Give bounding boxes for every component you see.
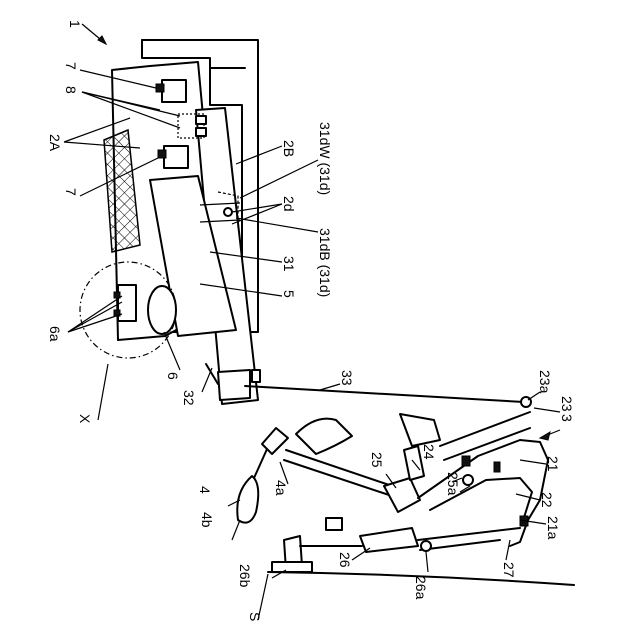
label-23a: 23a: [537, 370, 553, 394]
slot-2d-pin: [224, 208, 232, 216]
label-31dW: 31dW (31d): [317, 122, 333, 195]
label-5: 5: [281, 290, 297, 298]
label-31dB: 31dB (31d): [317, 228, 333, 297]
label-4b: 4b: [199, 512, 215, 528]
label-21: 21: [545, 456, 561, 472]
label-25: 25: [369, 452, 385, 468]
cube: [326, 518, 342, 530]
label-1: 1: [67, 20, 83, 28]
sensor-block-bottom: [164, 146, 188, 168]
sensor-pin-top: [156, 84, 164, 92]
lever-paddle: [237, 476, 258, 523]
part-25: [384, 478, 420, 512]
felt-block: [400, 414, 440, 446]
label-21a: 21a: [545, 516, 561, 540]
sensor-block-top: [162, 80, 186, 102]
sensor-pin-bottom: [158, 150, 166, 158]
label-26a: 26a: [413, 576, 429, 600]
label-23: 23: [559, 396, 575, 412]
label-S: S: [247, 612, 263, 621]
pivot-26a: [421, 541, 431, 551]
label-7-top: 7: [63, 62, 79, 70]
keyboard-unit: [80, 40, 260, 404]
label-8: 8: [63, 86, 79, 94]
label-6: 6: [165, 372, 181, 380]
label-26: 26: [337, 552, 353, 568]
label-25a: 25a: [445, 472, 461, 496]
label-X: X: [77, 414, 93, 424]
label-27: 27: [501, 562, 517, 578]
part-32-block: [218, 370, 250, 400]
part-6: [148, 286, 176, 334]
action-mechanism: [237, 412, 574, 585]
label-7-bottom: 7: [63, 188, 79, 196]
label-26b: 26b: [237, 564, 253, 588]
label-2d: 2d: [281, 196, 297, 212]
label-33: 33: [339, 370, 355, 386]
label-3: 3: [559, 414, 575, 422]
label-22: 22: [539, 492, 555, 508]
label-6a: 6a: [47, 326, 63, 342]
label-31: 31: [281, 256, 297, 272]
label-2B: 2B: [281, 140, 297, 157]
label-4a: 4a: [273, 480, 289, 496]
wire-33: [245, 386, 524, 402]
label-2A: 2A: [47, 134, 63, 152]
label-4: 4: [197, 486, 213, 494]
hammer-head: [296, 419, 352, 454]
label-24: 24: [421, 444, 437, 460]
label-32: 32: [181, 390, 197, 406]
